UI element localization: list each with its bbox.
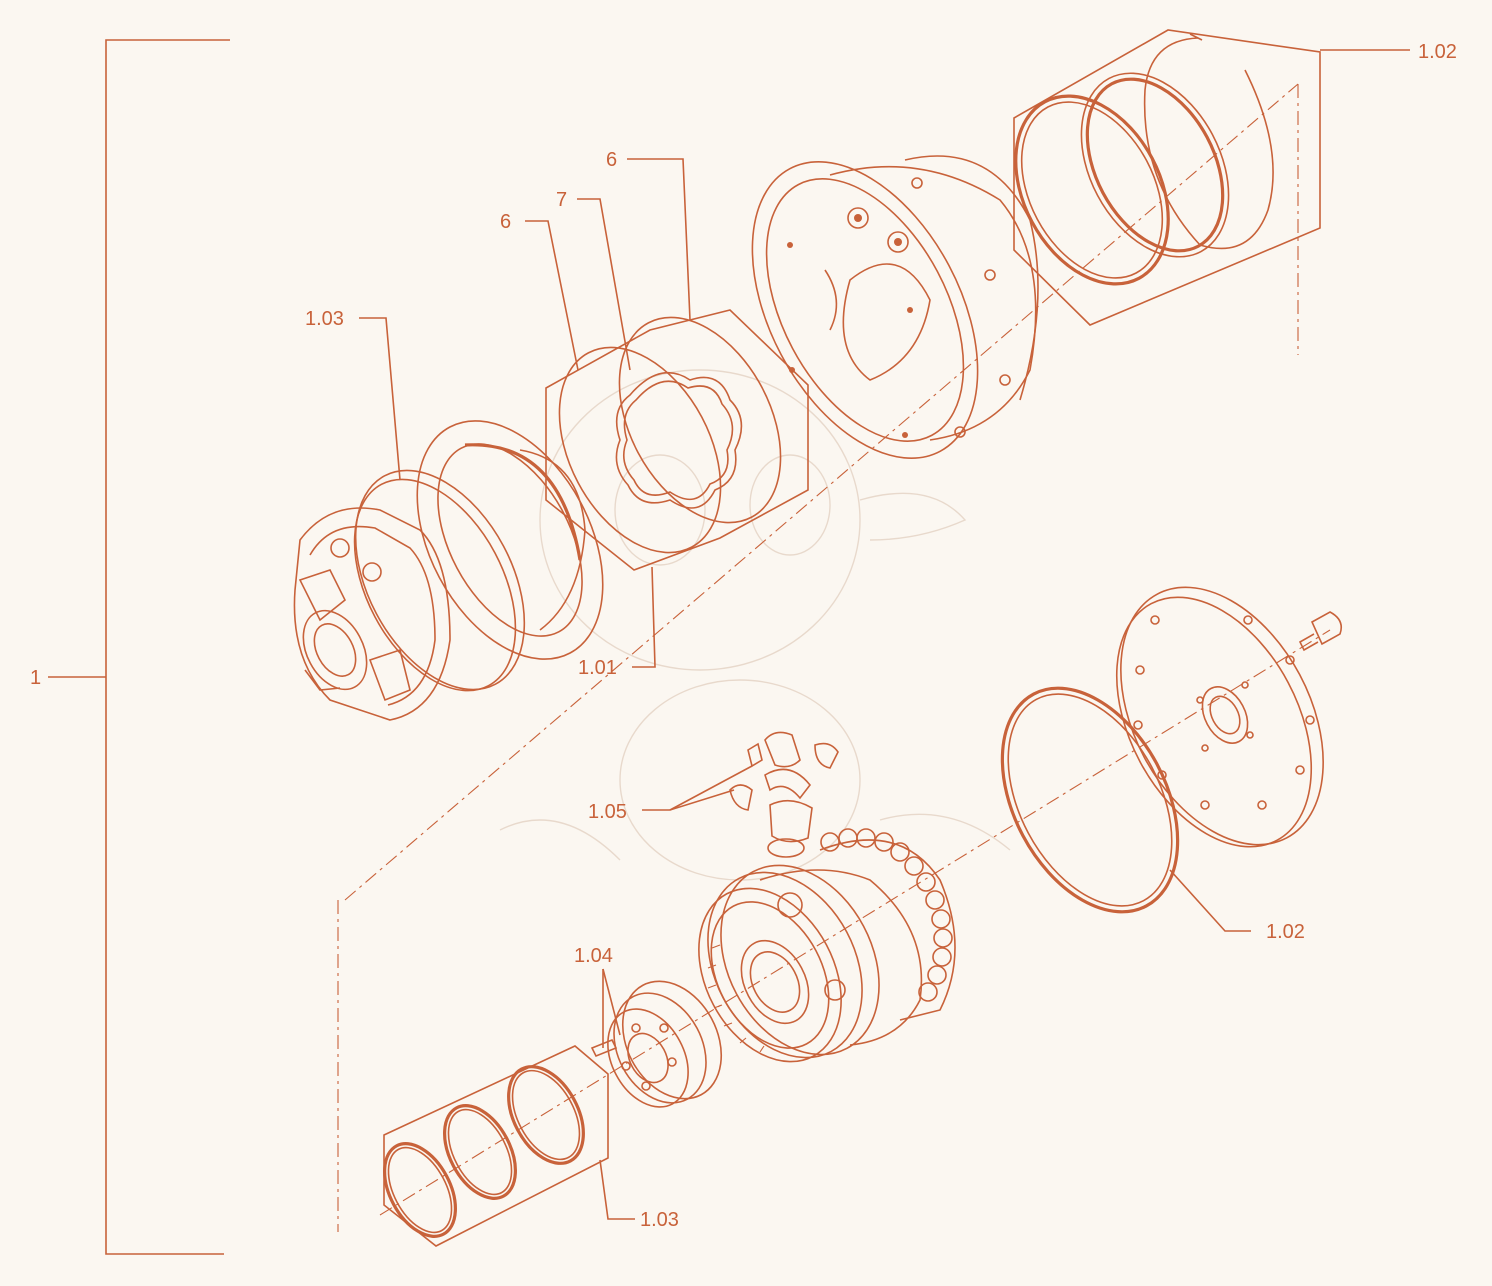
flange-bolt	[1298, 611, 1343, 652]
rotor-gear-set	[698, 828, 956, 1063]
label-shaft-seals: 1.03	[640, 1209, 679, 1231]
label-flange-oring: 1.02	[1266, 921, 1305, 943]
callout-labels: 1 1.02 6 7 6 1.03 1.01 1.05 1.02 1.04 1.…	[30, 41, 1457, 1231]
valve-small-parts	[729, 731, 839, 858]
motor-housing	[751, 155, 1039, 459]
flange-plate	[1115, 586, 1324, 848]
label-assembly: 1	[30, 667, 41, 689]
label-seal-kit: 1.01	[578, 657, 617, 679]
assembly-bracket	[48, 39, 230, 1255]
label-bleed-screw: 1.04	[574, 945, 613, 967]
label-seal-left-top: 6	[606, 149, 617, 171]
valve-block	[590, 980, 723, 1108]
label-seal-mid: 7	[556, 189, 567, 211]
flange-oring	[1000, 686, 1180, 914]
valve-plate	[353, 420, 604, 692]
label-seal-left: 6	[500, 211, 511, 233]
valve-cover	[293, 507, 451, 721]
label-valve-parts: 1.05	[588, 801, 627, 823]
label-valve-cover-seals: 1.03	[305, 308, 344, 330]
centre-axis	[337, 83, 1331, 1232]
shaft-seal-kit	[383, 1045, 609, 1247]
leader-lines	[359, 49, 1410, 1220]
background-watermark	[499, 369, 1011, 881]
seal-kit-box	[545, 309, 809, 571]
label-housing-seals: 1.02	[1418, 41, 1457, 63]
housing-seal-kit	[1013, 29, 1321, 326]
